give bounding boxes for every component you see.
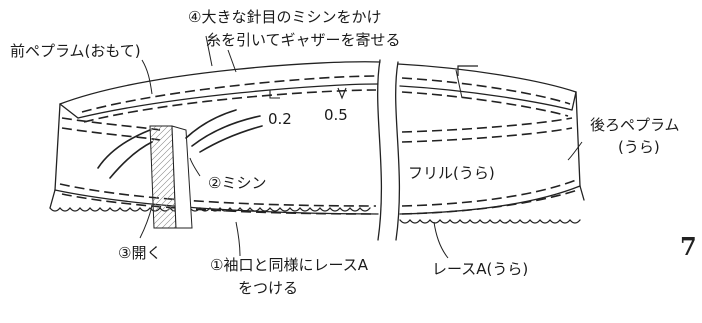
step1-label-line2: をつける xyxy=(238,279,299,297)
frill-stitch-1 xyxy=(61,117,161,131)
leader-step1 xyxy=(235,221,241,257)
leader-back xyxy=(567,141,583,161)
lace-stitch-1 xyxy=(59,183,377,207)
gather-stitch-1 xyxy=(81,75,377,113)
band-inner-edge xyxy=(77,83,379,119)
back-peplum-label-line1: 後ろペプラム xyxy=(590,116,680,134)
leader-step3 xyxy=(139,205,153,239)
band-bottom-edge xyxy=(54,189,379,215)
band-left-side xyxy=(54,103,61,191)
page-number-fragment: 7 xyxy=(680,232,697,261)
gather-fold-1 xyxy=(97,129,151,169)
leader-front xyxy=(141,59,153,95)
leader-step4a xyxy=(205,35,213,67)
back-peplum-label-line2: (うら) xyxy=(618,138,660,156)
band-right-side xyxy=(575,91,581,187)
frill-label: フリル(うら) xyxy=(408,164,495,182)
lace-label: レースA(うら) xyxy=(432,260,529,278)
break-line xyxy=(377,59,383,241)
step4-label-line1: ④大きな針目のミシンをかけ xyxy=(188,8,382,26)
band-top-edge xyxy=(59,61,381,105)
leader-step4b xyxy=(227,49,237,73)
step3-label: ③開く xyxy=(118,244,162,262)
measure-0-2: 0.2 xyxy=(268,110,292,128)
measure-0-5: 0.5 xyxy=(324,106,348,124)
leader-step2 xyxy=(189,157,201,177)
measure-tick-1 xyxy=(269,90,280,99)
front-peplum-label: 前ペプラム(おもて) xyxy=(10,42,141,60)
leader-frill xyxy=(455,69,463,99)
leader-lace xyxy=(433,221,449,259)
step2-label: ②ミシン xyxy=(208,174,267,192)
step4-label-line2: 糸を引いてギャザーを寄せる xyxy=(206,31,401,49)
gather-stitch-2 xyxy=(83,89,377,123)
measure-tick-2 xyxy=(337,87,347,100)
lace-bottom-edge xyxy=(49,206,371,212)
step1-label-line1: ①袖口と同様にレースA xyxy=(210,256,368,274)
gather-marker xyxy=(457,65,478,76)
